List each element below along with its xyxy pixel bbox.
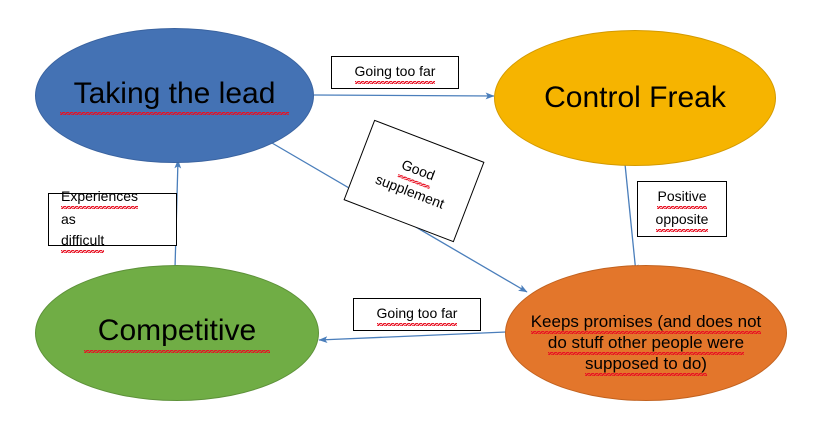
edge-label-going-too-far-top-text: Going too far [354,60,436,85]
node-keeps-promises-line-3: supposed to do) [585,353,707,376]
node-control-freak[interactable]: Control Freak [494,30,776,166]
edge-label-going-too-far-bottom[interactable]: Going too far [353,298,481,331]
node-control-freak-label: Control Freak [544,80,726,114]
edge-label-positive-opposite-line-1: Positive [657,185,707,209]
node-keeps-promises-line-1: Keeps promises (and does not [530,312,762,335]
edge-label-good-supplement[interactable]: Good supplement [343,119,485,243]
edge-label-going-too-far-bottom-text: Going too far [376,302,458,327]
node-keeps-promises[interactable]: Keeps promises (and does not do stuff ot… [505,265,787,401]
edge-label-going-too-far-top[interactable]: Going too far [331,56,459,89]
edge-label-experiences-as-difficult-line-1: Experiences [61,186,139,210]
connector-keeps-to-competitive [318,331,507,344]
node-taking-the-lead-label: Taking the lead [59,75,290,116]
edge-label-positive-opposite[interactable]: Positive opposite [637,181,727,237]
node-taking-the-lead[interactable]: Taking the lead [35,28,314,163]
node-keeps-promises-line-2: do stuff other people were [547,333,745,355]
node-competitive-label: Competitive [83,313,271,353]
edge-label-difficult-word: difficult [61,229,105,253]
connector-lead-to-control [313,92,495,100]
node-keeps-promises-label: Keeps promises (and does not do stuff ot… [517,292,776,376]
node-competitive[interactable]: Competitive [35,265,319,401]
connector-control-to-keeps [624,163,639,274]
edge-label-experiences-as-difficult[interactable]: Experiences as difficult [48,186,177,253]
edge-label-positive-opposite-line-2: opposite [655,209,709,233]
edge-label-experiences-as-difficult-line-2: as difficult [61,209,105,253]
